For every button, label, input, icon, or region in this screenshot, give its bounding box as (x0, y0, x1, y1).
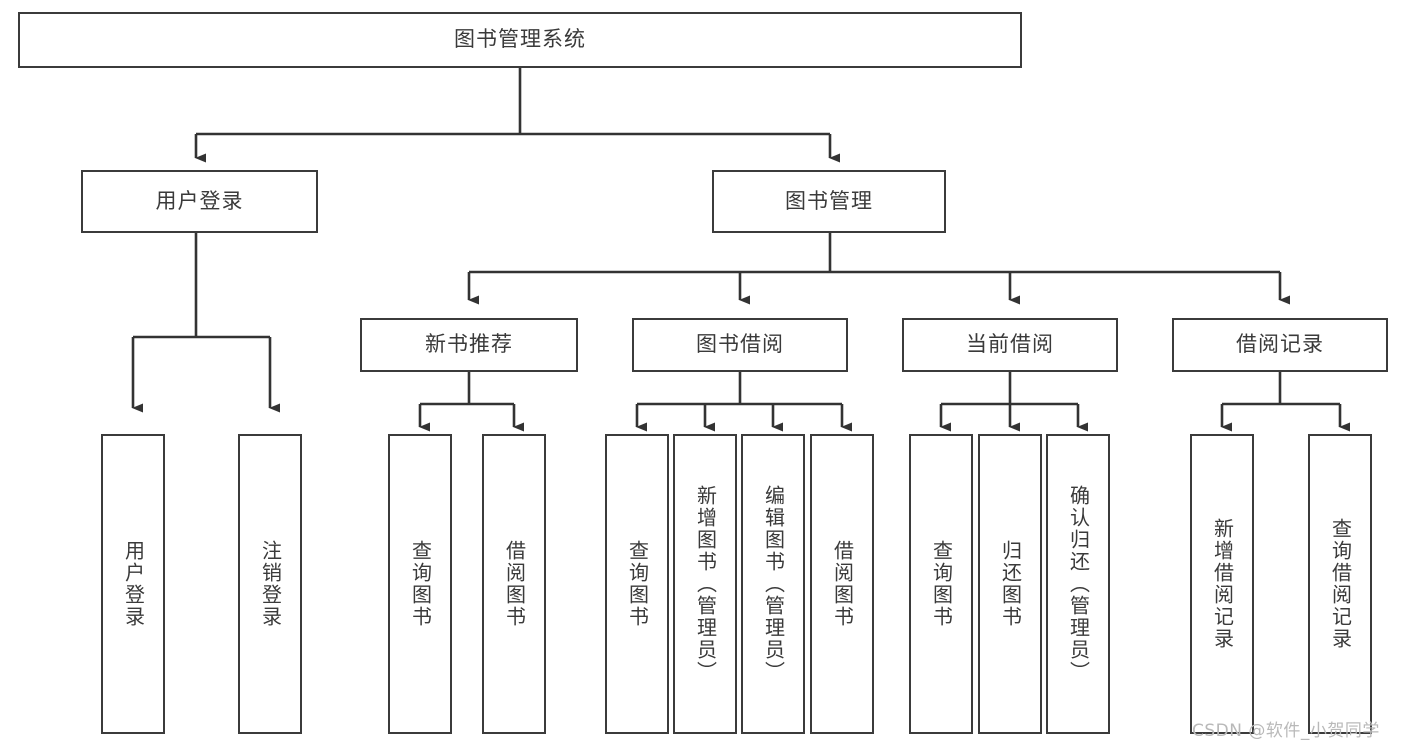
node-current-borrow[interactable]: 当前借阅 (902, 318, 1118, 372)
node-label: 当前借阅 (966, 332, 1054, 357)
node-label: 新书推荐 (425, 332, 513, 357)
node-label: 借阅记录 (1236, 332, 1324, 357)
node-label: 用户登录 (155, 188, 244, 213)
leaf-record-query-record[interactable]: 查询借阅记录 (1308, 434, 1372, 734)
csdn-watermark: CSDN @软件_小贺同学 (1192, 721, 1380, 741)
node-root-system[interactable]: 图书管理系统 (18, 12, 1022, 68)
node-label: 注销登录 (258, 540, 283, 628)
node-label: 查询图书 (929, 540, 954, 628)
leaf-current-confirm-return-admin[interactable]: 确认归还（管理员） (1046, 434, 1110, 734)
node-label: 用户登录 (121, 540, 146, 628)
leaf-user-login-login[interactable]: 用户登录 (101, 434, 165, 734)
leaf-recommend-query-book[interactable]: 查询图书 (388, 434, 452, 734)
node-label: 图书借阅 (696, 332, 784, 357)
leaf-recommend-borrow-book[interactable]: 借阅图书 (482, 434, 546, 734)
leaf-borrow-query-book[interactable]: 查询图书 (605, 434, 669, 734)
leaf-borrow-borrow-book[interactable]: 借阅图书 (810, 434, 874, 734)
leaf-current-query-book[interactable]: 查询图书 (909, 434, 973, 734)
leaf-record-add-record[interactable]: 新增借阅记录 (1190, 434, 1254, 734)
node-label: 借阅图书 (830, 540, 855, 628)
node-borrow-record[interactable]: 借阅记录 (1172, 318, 1388, 372)
node-label: 图书管理 (785, 188, 873, 213)
node-label: 图书管理系统 (454, 27, 586, 52)
node-label: 查询图书 (625, 540, 650, 628)
node-new-book-recommend[interactable]: 新书推荐 (360, 318, 578, 372)
leaf-borrow-edit-book-admin[interactable]: 编辑图书（管理员） (741, 434, 805, 734)
node-user-login[interactable]: 用户登录 (81, 170, 318, 233)
node-label: 借阅图书 (502, 540, 527, 628)
node-label: 新增图书（管理员） (693, 485, 718, 683)
leaf-current-return-book[interactable]: 归还图书 (978, 434, 1042, 734)
node-book-management[interactable]: 图书管理 (712, 170, 946, 233)
leaf-borrow-add-book-admin[interactable]: 新增图书（管理员） (673, 434, 737, 734)
node-label: 编辑图书（管理员） (761, 485, 786, 683)
node-label: 查询图书 (408, 540, 433, 628)
node-label: 查询借阅记录 (1328, 518, 1353, 650)
node-label: 归还图书 (998, 540, 1023, 628)
node-book-borrow[interactable]: 图书借阅 (632, 318, 848, 372)
node-label: 确认归还（管理员） (1066, 485, 1091, 683)
leaf-user-login-logout[interactable]: 注销登录 (238, 434, 302, 734)
node-label: 新增借阅记录 (1210, 518, 1235, 650)
